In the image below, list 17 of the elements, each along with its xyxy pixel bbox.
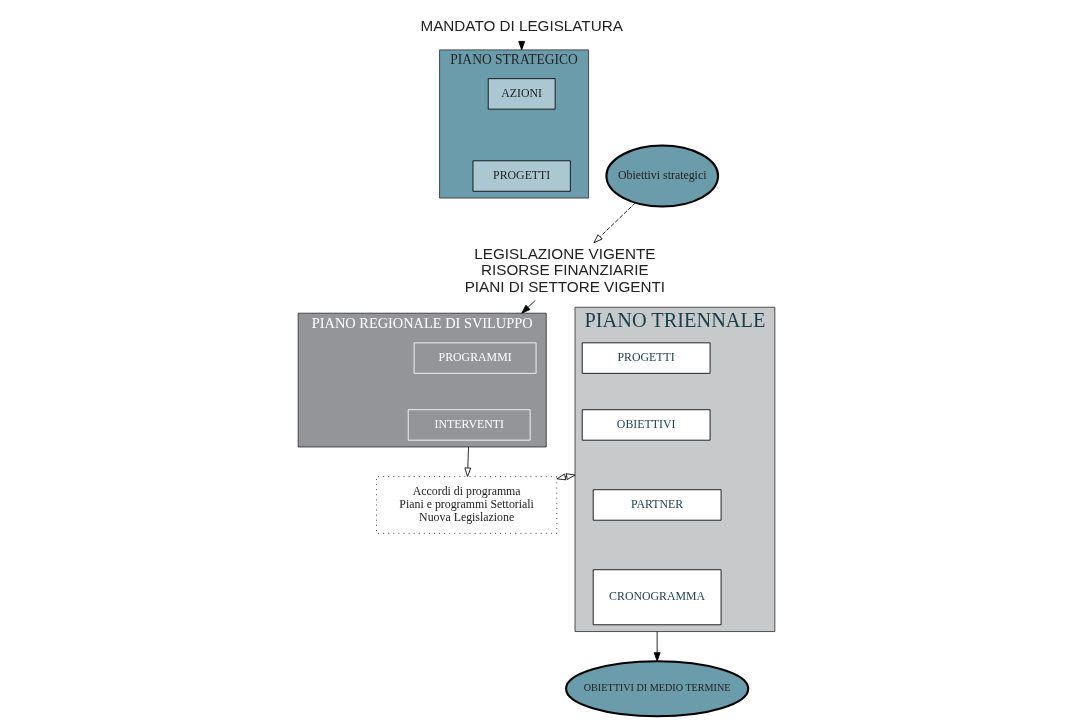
node-box: OBIETTIVI — [581, 409, 710, 441]
arrow — [463, 446, 471, 477]
arrow — [520, 300, 536, 314]
node-box: PARTNER — [592, 489, 721, 521]
arrow — [653, 631, 661, 662]
node-ellipse: OBIETTIVI DI MEDIO TERMINE — [564, 660, 749, 718]
node-box: PROGETTI — [581, 342, 710, 374]
node-text: LEGISLAZIONE VIGENTE RISORSE FINANZIARIE PIANI DI SETTORE VIGENTI — [464, 244, 665, 296]
node-text: MANDATO DI LEGISLATURA — [420, 16, 623, 34]
node-box: CRONOGRAMMA — [592, 569, 721, 626]
node-box: PROGETTI — [472, 160, 571, 192]
node-box: Accordi di programma Piani e programmi Settoriali Nuova Legislazione — [375, 476, 557, 534]
node-ellipse: Obiettivi strategici — [604, 144, 719, 208]
node-box: INTERVENTI — [407, 409, 531, 441]
node-box: PROGRAMMI — [413, 342, 536, 374]
node-box: AZIONI — [487, 78, 556, 110]
arrow — [593, 202, 636, 244]
